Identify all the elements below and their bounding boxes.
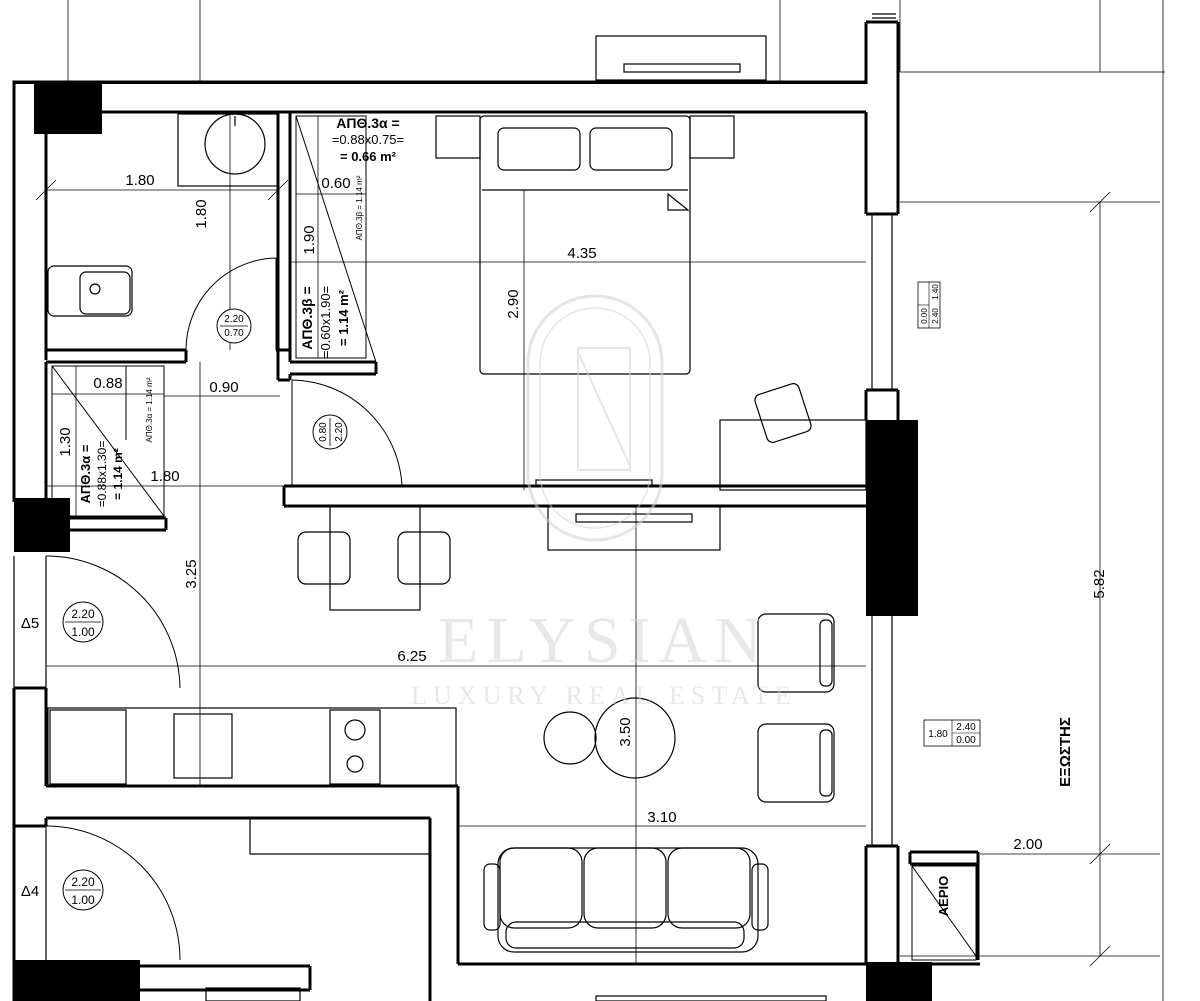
dim-hall-width: 0.90 bbox=[209, 379, 238, 396]
door-d5-height: 2.20 bbox=[71, 607, 95, 621]
watermark-tagline: LUXURY REAL ESTATE bbox=[411, 681, 797, 710]
dim-bed-height: 2.90 bbox=[505, 289, 522, 318]
storage-a-formula: =0.88x0.75= bbox=[332, 132, 404, 147]
door-swings bbox=[45, 257, 403, 961]
dim-closet-width: 0.60 bbox=[321, 175, 350, 192]
dim-balcony-width: 2.00 bbox=[1013, 836, 1042, 853]
door-bedroom-width: 0.80 bbox=[318, 422, 329, 442]
gas-label: ΑΕΡΙΟ bbox=[936, 876, 951, 916]
door-tags: 2.20 0.70 0.80 2.20 2.20 1.00 2.20 1.00 bbox=[62, 308, 348, 911]
window-liv-height: 2.40 bbox=[956, 722, 976, 733]
guide-lines bbox=[67, 0, 1165, 1001]
balcony-label: ΕΞΩΣΤΗΣ bbox=[1057, 717, 1074, 787]
columns bbox=[14, 82, 932, 1001]
window-tags: 0.00 1.40 2.40 1.80 2.40 0.00 bbox=[917, 281, 981, 747]
door-tag-d4: 2.20 1.00 bbox=[62, 869, 104, 911]
storage-b-title: ΑΠΘ.3β = bbox=[299, 286, 315, 349]
dim-wc-width: 0.88 bbox=[93, 375, 122, 392]
storage-a-title: ΑΠΘ.3α = bbox=[336, 115, 399, 131]
dim-living-height: 3.25 bbox=[183, 559, 200, 588]
dim-wc-height: 1.30 bbox=[57, 427, 74, 456]
door-d5-width: 1.00 bbox=[71, 625, 95, 639]
door-bath-width: 0.70 bbox=[224, 328, 244, 339]
window-tag-living: 1.80 2.40 0.00 bbox=[923, 719, 981, 747]
window-liv-width: 1.80 bbox=[928, 729, 948, 740]
door-d4-height: 2.20 bbox=[71, 875, 95, 889]
walls bbox=[12, 20, 980, 1001]
door-tag-bedroom: 0.80 2.20 bbox=[312, 414, 348, 450]
storage-b-area: = 1.14 m² bbox=[336, 289, 351, 346]
storage-b-formula: =0.60x1.90= bbox=[318, 286, 333, 358]
furniture bbox=[47, 35, 867, 1001]
dim-living-width: 6.25 bbox=[397, 648, 426, 665]
storage-a-area: = 0.66 m² bbox=[340, 149, 397, 164]
door-d4-label: Δ4 bbox=[21, 883, 39, 900]
storage-c-small: ΑΠΘ.3α = 1.14 m² bbox=[145, 377, 154, 442]
dim-bath-height: 1.80 bbox=[193, 199, 210, 228]
door-d4-width: 1.00 bbox=[71, 893, 95, 907]
window-bed-height: 2.40 bbox=[931, 308, 940, 324]
storage-labels: ΑΠΘ.3α = =0.88x0.75= = 0.66 m² ΑΠΘ.3β = … bbox=[21, 115, 1074, 916]
door-tag-bath: 2.20 0.70 bbox=[216, 308, 252, 344]
dim-bath-width: 1.80 bbox=[125, 172, 154, 189]
door-bedroom-height: 2.20 bbox=[334, 422, 345, 442]
storage-b-small: ΑΠΘ.3β = 1.14 m² bbox=[355, 175, 364, 240]
dim-dining-height: 3.50 bbox=[617, 717, 634, 746]
watermark-brand: ELYSIAN bbox=[438, 604, 770, 677]
dimension-labels: 1.80 1.80 0.60 1.90 4.35 2.90 0.88 0.90 … bbox=[57, 172, 1108, 853]
window-bed-width: 1.40 bbox=[931, 284, 940, 300]
dim-hall-length: 1.80 bbox=[150, 468, 179, 485]
dimension-lines bbox=[35, 114, 866, 964]
storage-c-title: ΑΠΘ.3α = bbox=[78, 444, 93, 503]
storage-c-area: = 1.14 m² bbox=[111, 448, 125, 500]
dim-bedroom-width: 4.35 bbox=[567, 245, 596, 262]
door-d5-label: Δ5 bbox=[21, 615, 39, 632]
storage-hatches bbox=[51, 115, 977, 961]
window-tag-bedroom: 0.00 1.40 2.40 bbox=[917, 281, 941, 329]
window-liv-sill: 0.00 bbox=[956, 735, 976, 746]
watermark: ELYSIAN LUXURY REAL ESTATE bbox=[411, 294, 797, 710]
window-bed-sill: 0.00 bbox=[920, 308, 929, 324]
dim-balcony-length: 5.82 bbox=[1091, 569, 1108, 598]
door-tag-d5: 2.20 1.00 bbox=[62, 601, 104, 643]
dim-closet-height: 1.90 bbox=[301, 225, 318, 254]
dim-sofa-width: 3.10 bbox=[647, 809, 676, 826]
storage-c-formula: =0.88x1.30= bbox=[95, 441, 109, 508]
door-bath-height: 2.20 bbox=[224, 314, 244, 325]
